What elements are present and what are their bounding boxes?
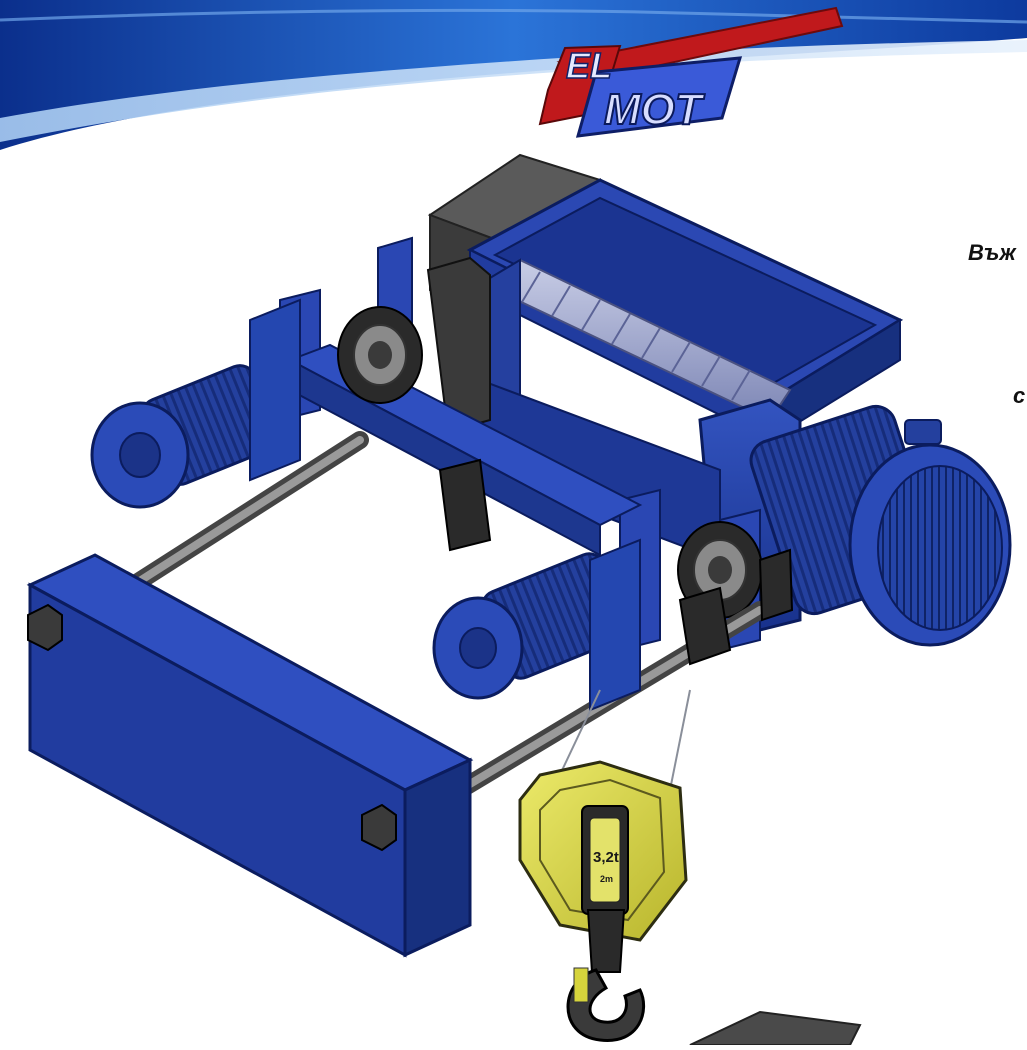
cropped-caption-line-1: Въж: [968, 240, 1016, 265]
travel-motor-front: [432, 538, 641, 712]
trolley-wheels: [337, 306, 763, 619]
hoist-motor: [749, 404, 1012, 647]
capacity-label: 3,2t: [593, 849, 619, 866]
header-swoosh: [0, 0, 1027, 150]
cropped-caption-line-2: с: [1013, 383, 1026, 408]
elmot-logo: EL MOT: [538, 6, 844, 138]
logo-text-el: EL: [566, 45, 612, 86]
travel-motor-left: [90, 298, 301, 509]
rope-label: 2m: [600, 874, 613, 884]
counterweight: [26, 553, 474, 958]
hook-icon: [566, 909, 646, 1042]
cropped-component: [689, 1010, 862, 1046]
logo-text-mot: MOT: [604, 85, 705, 134]
rail-clamps: [438, 458, 794, 666]
